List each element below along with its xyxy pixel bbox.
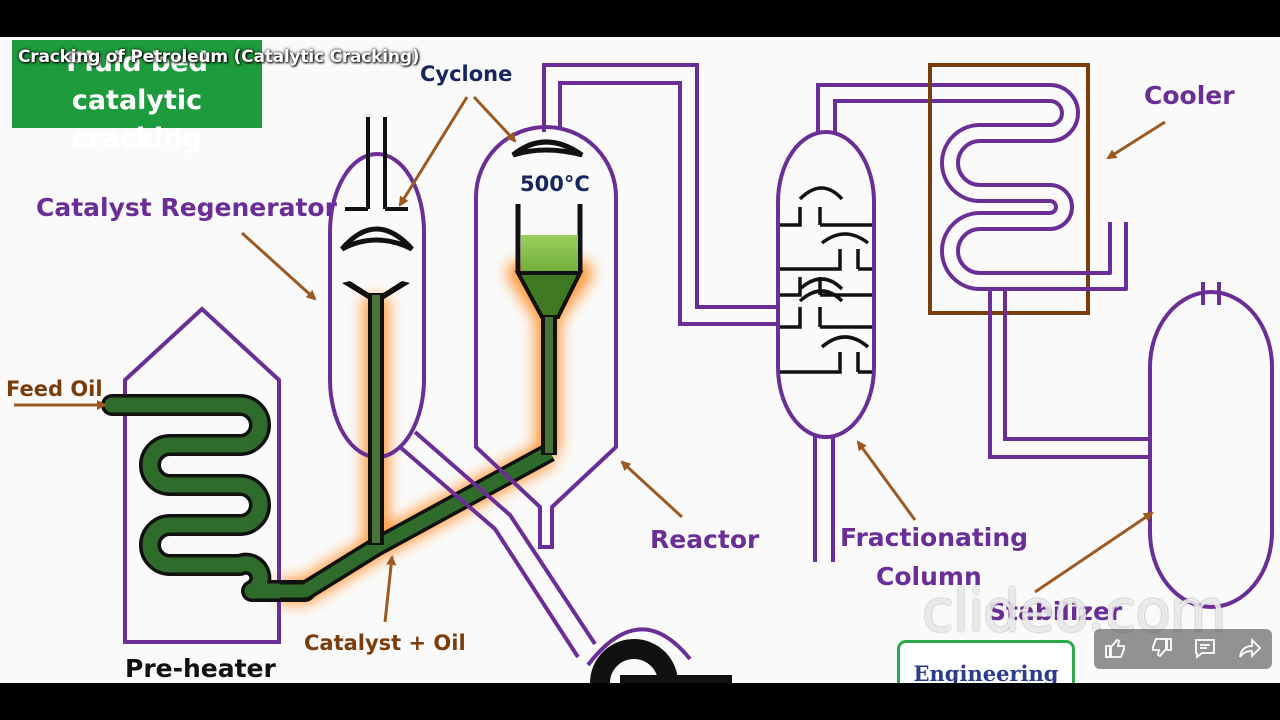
regenerator-vessel [328, 152, 426, 459]
regenerator-cyclone [340, 226, 414, 252]
label-cyclone: Cyclone [420, 62, 513, 86]
fractionating-column [776, 130, 876, 439]
video-controls [1094, 629, 1272, 669]
regenerator-standpipe [368, 293, 384, 545]
cooler-box [928, 63, 1090, 315]
riser-pipe [280, 443, 555, 601]
pump-wheel [586, 627, 732, 683]
label-cooler: Cooler [1144, 81, 1235, 110]
cooler-coil [940, 83, 1128, 291]
column-bottom-outlet [813, 435, 835, 562]
column-trays [780, 186, 872, 374]
diagram-header: Fluid bed catalytic cracking [12, 40, 262, 154]
engineering-badge: Engineering [897, 640, 1075, 683]
pointer-arrows [14, 95, 1166, 623]
reactor-cyclone [511, 139, 584, 158]
label-fractionating: Fractionating [840, 523, 1029, 552]
catalyst-return-line [398, 430, 597, 659]
video-title[interactable]: Cracking of Petroleum (Catalytic Crackin… [18, 47, 420, 67]
like-icon[interactable] [1103, 636, 1129, 662]
label-feed-oil: Feed Oil [6, 377, 103, 401]
share-icon[interactable] [1237, 636, 1263, 662]
heating-coil [101, 394, 316, 602]
cooler-outlet [988, 291, 1150, 459]
header-line-1: Fluid bed [66, 47, 208, 78]
overhead-line [816, 83, 1050, 132]
comment-icon[interactable] [1192, 636, 1218, 662]
label-pre-heater: Pre-heater [125, 654, 276, 683]
hot-glow [280, 260, 593, 604]
regenerator-stack [345, 117, 408, 211]
reactor-vessel [474, 125, 618, 549]
video-frame: Fluid bed catalytic cracking Cracking of… [0, 37, 1280, 683]
vapor-line [542, 63, 778, 326]
label-catalyst-oil: Catalyst + Oil [304, 631, 466, 655]
label-column: Column [876, 562, 982, 591]
badge-text: Engineering [913, 661, 1059, 683]
dislike-icon[interactable] [1148, 636, 1174, 662]
stabilizer-vessel [1148, 290, 1274, 609]
catalytic-cracking-diagram [14, 63, 1274, 683]
label-catalyst-regenerator: Catalyst Regenerator [36, 193, 337, 222]
label-reactor: Reactor [650, 525, 760, 554]
label-temperature: 500°C [520, 172, 590, 196]
pre-heater-vessel [123, 306, 281, 644]
label-stabilizer: Stabilizer [988, 597, 1123, 626]
header-line-2: catalytic cracking [71, 85, 203, 154]
stabilizer-top [1201, 282, 1221, 305]
reactor-bed [514, 204, 584, 455]
